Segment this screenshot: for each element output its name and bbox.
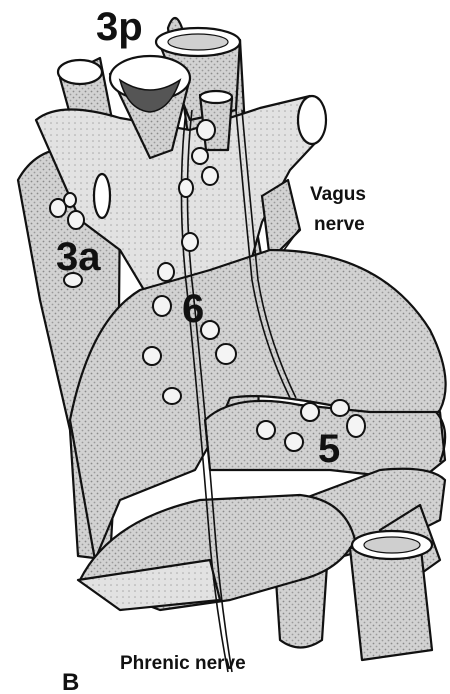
subclavian-lumen <box>200 91 232 103</box>
node-6-9 <box>143 347 161 365</box>
trunk-inner <box>168 34 228 50</box>
node-6-5 <box>182 233 198 251</box>
node-6-1 <box>197 120 215 140</box>
node-6-7 <box>153 296 171 316</box>
node-5-4 <box>285 433 303 451</box>
node-6-6 <box>158 263 174 281</box>
label-phrenic-nerve: Phrenic nerve <box>120 653 246 674</box>
node-5-3 <box>257 421 275 439</box>
node-6-3 <box>202 167 218 185</box>
node-3a-2 <box>64 193 76 207</box>
vein-lumen-inner <box>364 537 420 553</box>
label-station-5: 5 <box>318 427 340 471</box>
brachiocephalic-lumen <box>58 60 102 84</box>
arch-branch-lumen <box>298 96 326 144</box>
node-5-1 <box>301 403 319 421</box>
node-3a-3 <box>68 211 84 229</box>
label-station-6: 6 <box>182 287 204 331</box>
right-side-vessel <box>262 180 300 260</box>
label-station-3p: 3p <box>96 5 143 49</box>
label-station-3a: 3a <box>56 235 101 279</box>
node-5-2 <box>331 400 349 416</box>
label-vagus-line2: nerve <box>314 214 365 235</box>
node-6-4 <box>179 179 193 197</box>
node-6-2 <box>192 148 208 164</box>
node-6-10 <box>216 344 236 364</box>
label-vagus-line1: Vagus <box>310 184 366 205</box>
panel-label: B <box>62 669 79 694</box>
node-6-11 <box>163 388 181 404</box>
vena-lumen <box>94 174 110 218</box>
node-5-5 <box>347 415 365 437</box>
